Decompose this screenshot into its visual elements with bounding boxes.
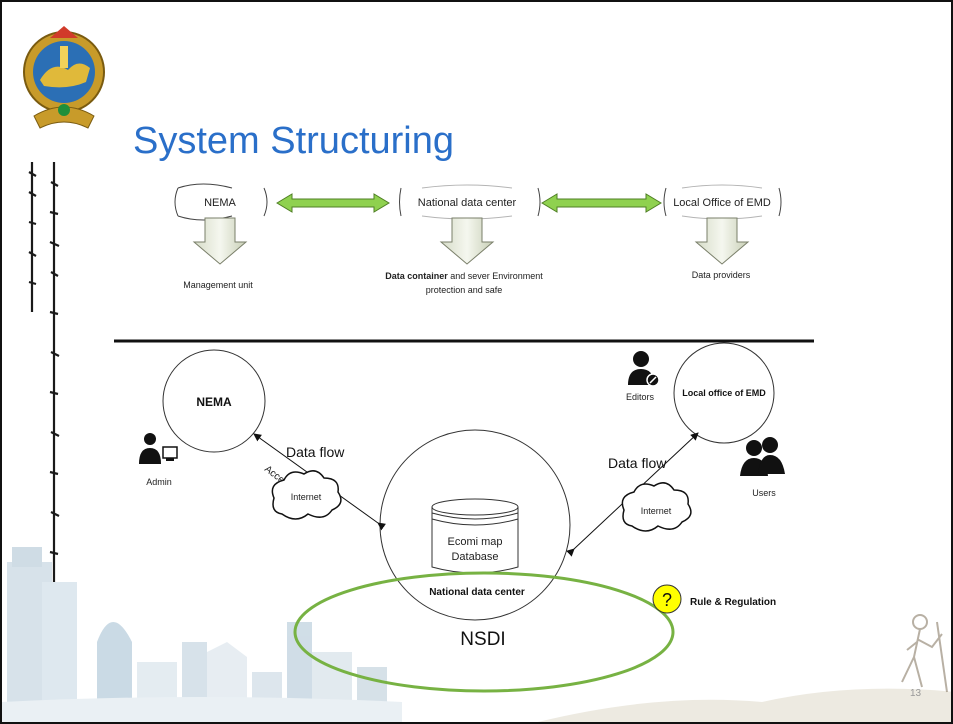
- top-node-nema: NEMA: [174, 183, 268, 221]
- down-arrow-ndc: [439, 217, 495, 265]
- top-node-ndc-label: National data center: [418, 197, 517, 209]
- local-office-circle: [673, 342, 775, 444]
- top-node-local-label: Local Office of EMD: [673, 197, 771, 209]
- green-double-arrow-left: [276, 193, 390, 213]
- database-label-line2: Database: [451, 551, 498, 563]
- nema-circle: [162, 349, 266, 453]
- editors-label: Editors: [626, 392, 655, 402]
- top-node-nema-desc: Management unit: [183, 280, 253, 290]
- green-double-arrow-right: [541, 193, 662, 213]
- top-node-ndc-desc-line1: Data container and sever Environment: [385, 271, 543, 281]
- users-group-icon: [740, 437, 785, 476]
- top-node-nema-label: NEMA: [204, 197, 236, 209]
- admin-label: Admin: [146, 477, 172, 487]
- city-skyline-decoration: [2, 547, 951, 722]
- page-number: 13: [910, 688, 922, 699]
- cloud-icon: Internet: [621, 482, 692, 532]
- ndc-circle-label: National data center: [429, 587, 525, 598]
- emblem-icon: [23, 26, 105, 129]
- nsdi-label: NSDI: [460, 629, 505, 650]
- mongolian-script: [28, 162, 60, 582]
- top-node-local-desc: Data providers: [692, 270, 751, 280]
- rule-regulation-label: Rule & Regulation: [690, 597, 776, 608]
- down-arrow-nema: [192, 217, 248, 265]
- local-office-label: Local office of EMD: [682, 388, 766, 398]
- admin-user-icon: [139, 433, 178, 464]
- data-flow-left-label: Data flow: [286, 444, 345, 460]
- top-node-ndc-desc-line2: protection and safe: [426, 285, 503, 295]
- slide-title: System Structuring: [133, 120, 454, 162]
- question-icon: [652, 584, 682, 614]
- top-node-local: Local Office of EMD: [663, 184, 782, 220]
- cloud-icon: Internet: [271, 470, 342, 520]
- internet-right-label: Internet: [641, 506, 672, 516]
- nsdi-ellipse: [293, 571, 675, 693]
- database-label-line1: Ecomi map: [447, 536, 502, 548]
- down-arrow-local: [694, 217, 750, 265]
- nema-circle-label: NEMA: [196, 395, 232, 409]
- internet-left-label: Internet: [291, 492, 322, 502]
- users-label: Users: [752, 488, 776, 498]
- climber-decoration: [901, 614, 948, 693]
- database-icon: [431, 498, 519, 574]
- data-flow-right-label: Data flow: [608, 455, 667, 471]
- top-node-ndc: National data center: [399, 184, 541, 220]
- question-mark: ?: [662, 590, 672, 610]
- editor-user-icon: [628, 351, 660, 387]
